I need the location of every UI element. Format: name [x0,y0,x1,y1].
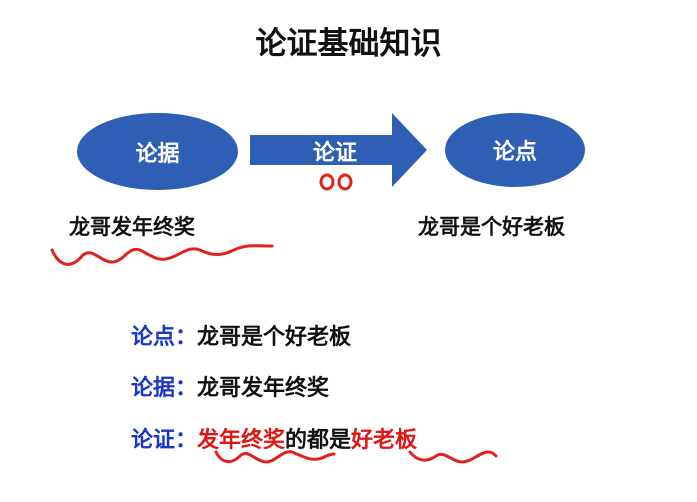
premise-oval-label: 论据 [135,141,180,167]
conclusion-oval-label: 论点 [492,140,537,165]
definition-label: 论点： [131,325,198,350]
definition-conclusion: 论点：龙哥是个好老板 [131,319,351,351]
highlight-conclusion-text: 好老板 [351,428,418,453]
conclusion-oval: 论点 [445,113,585,187]
connector-text: 的都是 [285,428,352,453]
conclusion-caption: 龙哥是个好老板 [418,215,565,239]
highlight-premise-text: 发年终奖 [197,428,286,453]
argument-arrow-label: 论证 [312,141,357,166]
definition-argument: 论证：发年终奖的都是好老板 [131,422,417,454]
premise-caption: 龙哥发年终奖 [69,215,195,239]
page-title: 论证基础知识 [255,26,442,62]
argument-arrow [250,113,427,187]
definition-text: 龙哥是个好老板 [197,325,352,350]
wavy-underline-premise-caption [50,244,274,266]
definition-premise: 论据：龙哥发年终奖 [131,370,329,402]
premise-oval: 论据 [77,113,238,190]
definition-label: 论证： [131,428,198,453]
definition-text: 龙哥发年终奖 [197,376,330,401]
definition-label: 论据： [131,376,198,401]
wavy-underline-highlight-conclusion [408,450,498,464]
